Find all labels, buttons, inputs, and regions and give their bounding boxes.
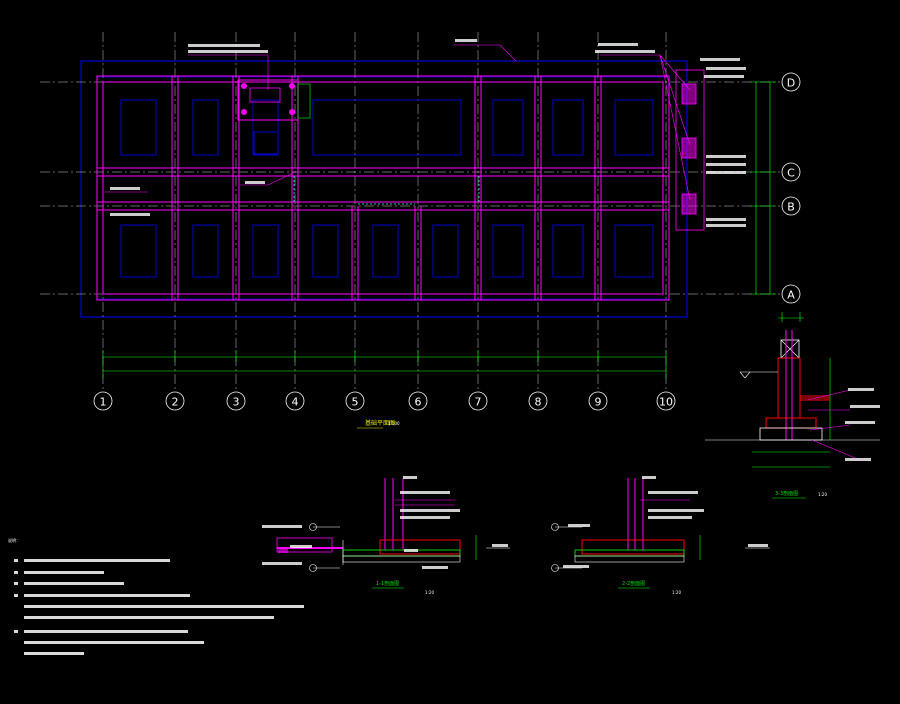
axis-bubble-10: 10 — [656, 391, 676, 411]
leader-lines — [104, 44, 691, 211]
axis-bubble-1: 1 — [93, 391, 113, 411]
axis-bubble-D: D — [781, 72, 801, 92]
plan-title-group: 基础平面图 1:100 — [357, 419, 400, 429]
notes-block: 说明： — [8, 537, 304, 655]
axis-bubble-B: B — [781, 196, 801, 216]
axis-label-6: 6 — [415, 396, 422, 409]
section-3-3: 3-3剖面图 1:20 — [705, 312, 880, 499]
notes-heading: 说明： — [8, 537, 20, 543]
slab-outline — [80, 60, 688, 318]
axis-label-4: 4 — [292, 396, 299, 409]
bottom-dimensions — [102, 350, 667, 378]
plan-scale: 1:100 — [388, 421, 400, 426]
axis-label-C: C — [787, 167, 795, 180]
axis-label-7: 7 — [475, 396, 482, 409]
pit-openings — [120, 99, 654, 278]
axis-label-8: 8 — [535, 396, 542, 409]
cyan-connectors — [293, 176, 480, 205]
right-dimensions — [750, 81, 776, 295]
axis-bubble-5: 5 — [345, 391, 365, 411]
axis-bubble-A: A — [781, 284, 801, 304]
axis-label-10: 10 — [659, 396, 673, 409]
axis-label-1: 1 — [100, 396, 107, 409]
axis-bubble-7: 7 — [468, 391, 488, 411]
axis-bubble-2: 2 — [165, 391, 185, 411]
axis-bubbles-vertical: 1 2 3 4 5 6 7 8 9 10 — [93, 391, 676, 411]
section-2-2-scale: 1:20 — [672, 590, 681, 595]
axis-bubble-C: C — [781, 162, 801, 182]
axis-label-B: B — [787, 201, 795, 214]
axis-bubble-6: 6 — [408, 391, 428, 411]
axis-bubble-4: 4 — [285, 391, 305, 411]
section-2-2-title: 2-2剖面图 — [622, 580, 645, 587]
axis-label-3: 3 — [233, 396, 240, 409]
axis-bubble-8: 8 — [528, 391, 548, 411]
column-pads-right — [675, 69, 705, 231]
plan-title: 基础平面图 — [365, 419, 395, 427]
section-1-1-scale: 1:20 — [425, 590, 434, 595]
axis-label-D: D — [787, 77, 795, 90]
section-1-1-title: 1-1剖面图 — [376, 580, 399, 587]
section-3-3-title: 3-3剖面图 — [775, 490, 798, 497]
column-detail-box — [237, 79, 311, 155]
section-2-2: 2-2剖面图 1:20 — [551, 476, 770, 595]
axis-label-9: 9 — [595, 396, 602, 409]
axis-label-5: 5 — [352, 396, 359, 409]
section-1-1: 1-1剖面图 1:20 — [262, 476, 510, 595]
axis-bubble-3: 3 — [226, 391, 246, 411]
axis-label-2: 2 — [172, 396, 179, 409]
plan-annotations — [110, 39, 746, 227]
section-3-3-scale: 1:20 — [818, 492, 827, 497]
axis-bubble-9: 9 — [588, 391, 608, 411]
axis-bubbles-horizontal: D C B A — [781, 72, 801, 304]
axis-label-A: A — [787, 289, 795, 302]
